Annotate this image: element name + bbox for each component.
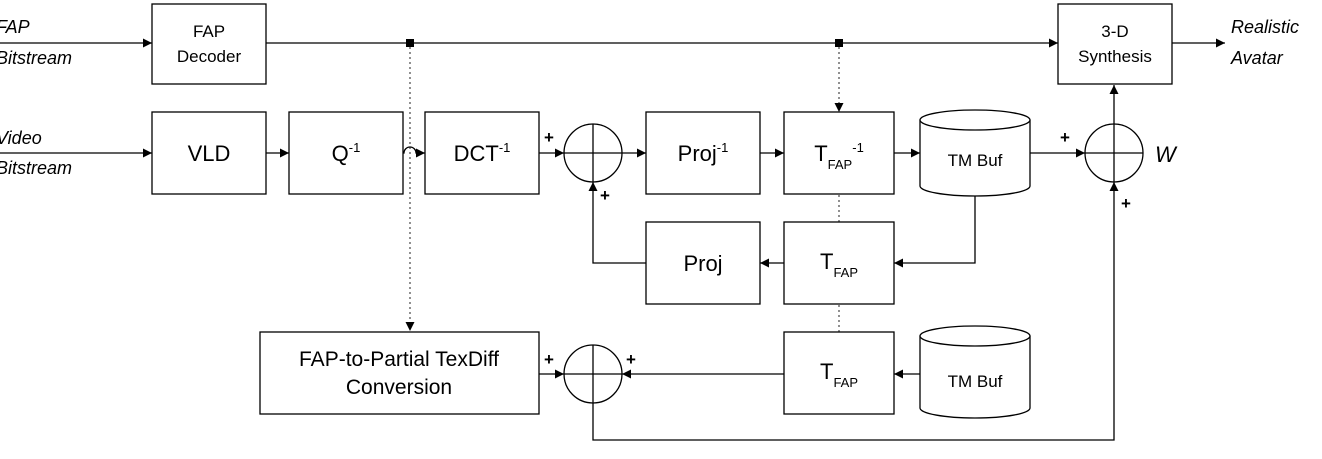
summer-1 <box>563 123 623 183</box>
conversion-label-2: Conversion <box>346 376 452 399</box>
plus-sign-sum1-left: + <box>544 128 554 147</box>
summer-2 <box>563 344 623 404</box>
tm-buf-top-label: TM Buf <box>948 151 1003 170</box>
tm-buf-top-cylinder <box>919 109 1031 197</box>
synthesis-label-2: Synthesis <box>1078 47 1152 66</box>
plus-sign-sum3-bottom: + <box>1121 194 1131 213</box>
wire-q-to-dct <box>403 146 425 158</box>
summer-3 <box>1084 123 1144 183</box>
fap-decoder-label-2: Decoder <box>177 47 242 66</box>
q-inverse-label: Q-1 <box>332 140 361 166</box>
wire-tmbuf-to-tfap-mid <box>894 194 976 268</box>
output-label-1: Realistic <box>1231 17 1299 37</box>
plus-sign-sum3-left: + <box>1060 128 1070 147</box>
conversion-label-1: FAP-to-Partial TexDiff <box>299 348 499 371</box>
fap-decoder-label-1: FAP <box>193 22 225 41</box>
fap-input-label-2: Bitstream <box>0 48 72 68</box>
junction-dot-2 <box>835 39 843 47</box>
tm-buf-bottom-cylinder <box>919 325 1031 419</box>
plus-sign-sum2-right: + <box>626 350 636 369</box>
junction-dot-1 <box>406 39 414 47</box>
wire-sum2-to-sum3 <box>592 182 1119 441</box>
plus-sign-sum1-bottom: + <box>600 186 610 205</box>
proj-block <box>645 221 761 305</box>
vld-block <box>151 111 267 195</box>
synthesis-block <box>1057 3 1173 85</box>
tm-buf-bottom-label: TM Buf <box>948 372 1003 391</box>
conversion-block <box>259 331 540 415</box>
dct-inverse-block <box>424 111 540 195</box>
tfap-mid-block <box>783 221 895 305</box>
proj-label: Proj <box>683 251 722 276</box>
q-inverse-block <box>288 111 404 195</box>
proj-inverse-block <box>645 111 761 195</box>
vld-label: VLD <box>188 141 231 166</box>
tfap-mid-label: TFAP <box>820 249 858 280</box>
tfap-inverse-label: TFAP-1 <box>814 140 864 172</box>
tfap-bottom-label: TFAP <box>820 359 858 390</box>
wire-proj-to-sum1 <box>588 182 646 264</box>
video-input-label-2: Bitstream <box>0 158 72 178</box>
proj-inverse-label: Proj-1 <box>678 140 729 166</box>
fap-decoder-block <box>151 3 267 85</box>
plus-sign-sum2-left: + <box>544 350 554 369</box>
synthesis-label-1: 3-D <box>1101 22 1128 41</box>
dct-inverse-label: DCT-1 <box>454 140 511 166</box>
tfap-inverse-block <box>783 111 895 195</box>
video-input-label-1: Video <box>0 128 42 148</box>
tfap-bottom-block <box>783 331 895 415</box>
weight-label: W <box>1155 142 1178 167</box>
output-label-2: Avatar <box>1230 48 1284 68</box>
fap-input-label-1: FAP <box>0 17 30 37</box>
